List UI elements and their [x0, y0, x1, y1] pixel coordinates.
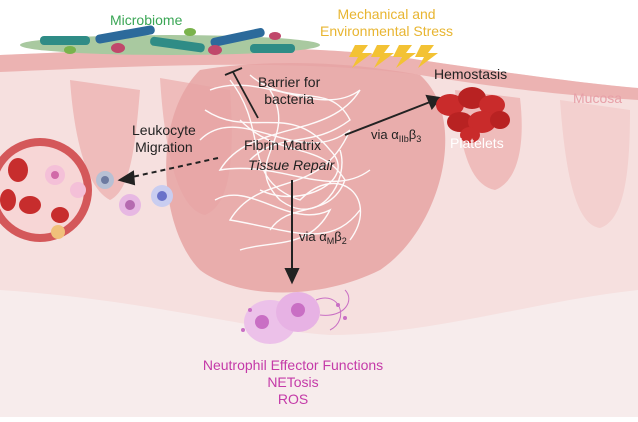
- tissue-repair-label: Tissue Repair: [248, 157, 335, 173]
- migrating-leukocytes: [96, 171, 173, 216]
- neutrophil-cell: [241, 289, 350, 344]
- barrier-label: Barrier for bacteria: [258, 74, 320, 108]
- blood-vessel: [0, 138, 92, 242]
- neutrophil-functions-label: Neutrophil Effector Functions NETosis RO…: [193, 357, 393, 408]
- neutrophil-label-line2: NETosis: [267, 374, 319, 390]
- via-m-sub1: M: [326, 236, 335, 246]
- via-m-prefix: via α: [299, 229, 327, 244]
- microbiome-label: Microbiome: [110, 12, 183, 28]
- barrier-inhibition-bar: [224, 67, 243, 76]
- via-iib-sub2: 3: [416, 134, 422, 144]
- via-m-beta: β: [334, 229, 342, 244]
- arrow-head-leukocyte: [117, 170, 136, 186]
- via-iib-prefix: via α: [371, 127, 399, 142]
- fibrin-matrix-label: Fibrin Matrix: [244, 137, 322, 153]
- leukocyte-migration-label: Leukocyte Migration: [132, 122, 196, 156]
- arrows: [117, 94, 442, 285]
- via-am-b2-label: via αMβ2: [299, 229, 347, 246]
- platelet-clot-cluster: [436, 87, 510, 143]
- barrier-inhibition-line: [232, 71, 259, 119]
- barrier-label-line1: Barrier for: [258, 74, 321, 90]
- fibrin-matrix-mesh: [199, 74, 371, 251]
- arrow-head-hemostasis: [425, 94, 442, 110]
- mucosa-surface-layer: [0, 48, 638, 100]
- mucosa-label: Mucosa: [573, 90, 623, 106]
- arrow-head-neutrophil: [284, 268, 300, 285]
- via-iib-beta: β: [408, 127, 417, 142]
- stress-lightning-icons: [349, 45, 438, 68]
- leukocyte-label-line2: Migration: [135, 139, 193, 155]
- via-iib-sub1: IIb: [398, 134, 409, 144]
- neutrophil-label-line3: ROS: [277, 391, 309, 407]
- submucosa-band: [0, 290, 638, 417]
- barrier-label-line2: bacteria: [264, 91, 315, 107]
- stress-label-line1: Mechanical and: [337, 6, 436, 22]
- microbiome-bacteria: [20, 25, 320, 55]
- crypt-far-right: [560, 100, 630, 228]
- via-aiib-b3-label: via αIIbβ3: [371, 127, 421, 144]
- via-m-sub2: 2: [341, 236, 347, 246]
- neutrophil-label-line1: Neutrophil Effector Functions: [202, 357, 384, 373]
- leukocyte-label-line1: Leukocyte: [132, 122, 196, 138]
- stress-label-line2: Environmental Stress: [320, 23, 454, 39]
- hemostasis-label: Hemostasis: [434, 66, 508, 82]
- platelets-label: Platelets: [450, 135, 504, 151]
- stress-label: Mechanical and Environmental Stress: [320, 6, 453, 40]
